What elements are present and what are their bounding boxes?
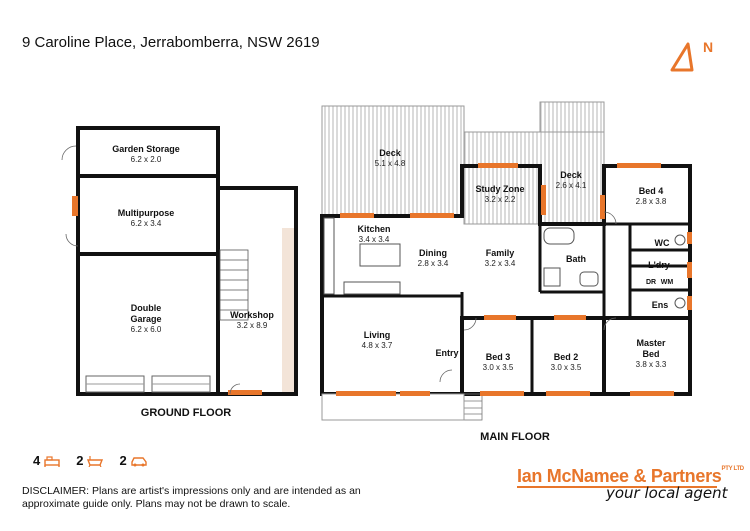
kitchen-island	[359, 243, 401, 267]
double-garage-room	[76, 252, 220, 396]
room-name: Dining	[419, 248, 447, 258]
agency-tagline: your local agent	[606, 484, 728, 502]
room-dims: 2.8 x 3.8	[636, 197, 667, 206]
agency-brand: Ian McNamee & PartnersPTY LTD	[517, 466, 744, 487]
north-compass-icon: N	[670, 39, 713, 72]
room-name: Master	[636, 338, 666, 348]
basin	[579, 271, 599, 287]
room-name: Kitchen	[357, 224, 390, 234]
ensuite-toilet	[674, 297, 686, 309]
room-dims: 6.2 x 6.0	[131, 325, 162, 334]
disclaimer-text: DISCLAIMER: Plans are artist's impressio…	[22, 485, 361, 510]
room-name: Entry	[435, 348, 458, 358]
room-name: Double	[131, 303, 162, 313]
room-name: Study Zone	[476, 184, 525, 194]
deck-right-area	[463, 131, 605, 225]
shower	[543, 267, 561, 287]
room-name: Workshop	[230, 310, 274, 320]
bathtub	[543, 227, 575, 245]
room-name: Garage	[130, 314, 161, 324]
main-floor-plan	[320, 101, 692, 421]
window	[72, 196, 78, 216]
room-dims: 3.4 x 3.4	[359, 235, 390, 244]
room-dims: 3.2 x 8.9	[237, 321, 268, 330]
entry-steps	[463, 393, 483, 421]
bathroom-count: 2	[76, 453, 84, 468]
room-name: Ens	[652, 300, 669, 310]
ground-floor-plan	[61, 126, 298, 396]
room-name: Living	[364, 330, 391, 340]
ground-floor-label: GROUND FLOOR	[141, 407, 231, 419]
workshop-bench	[282, 228, 294, 392]
room-name: Deck	[560, 170, 583, 180]
room-name: Bed 2	[554, 352, 579, 362]
room-name: WC	[655, 238, 670, 248]
property-address: 9 Caroline Place, Jerrabomberra, NSW 261…	[22, 34, 320, 51]
multipurpose-room	[76, 174, 220, 256]
room-dims: 2.8 x 3.4	[418, 259, 449, 268]
room-dims: 6.2 x 3.4	[131, 219, 162, 228]
room-name: Bath	[566, 254, 586, 264]
deck-stairs	[539, 101, 605, 133]
room-dims: 3.0 x 3.5	[551, 363, 582, 372]
room-name: Garden Storage	[112, 144, 180, 154]
toilet	[674, 234, 686, 246]
agency-suffix: PTY LTD	[721, 466, 745, 472]
room-dims: 6.2 x 2.0	[131, 155, 162, 164]
parking-count: 2	[119, 453, 127, 468]
room-dims: 4.8 x 3.7	[362, 341, 393, 350]
room-name: Bed	[642, 349, 659, 359]
bed-icon	[44, 455, 60, 467]
room-name: Family	[486, 248, 515, 258]
front-porch	[321, 393, 465, 421]
bedroom-stat: 4	[33, 453, 60, 468]
ground-stairs	[219, 249, 249, 321]
main-floor-label: MAIN FLOOR	[480, 431, 550, 443]
window	[228, 390, 262, 395]
room-name: DR	[646, 279, 656, 286]
parking-stat: 2	[119, 453, 147, 468]
compass-label: N	[703, 39, 713, 55]
brand-divider	[517, 486, 717, 488]
room-dims: 3.2 x 3.4	[485, 259, 516, 268]
room-name: Deck	[379, 148, 402, 158]
room-name: Bed 3	[486, 352, 511, 362]
room-name: WM	[661, 279, 674, 286]
room-dims: 3.8 x 3.3	[636, 360, 667, 369]
room-dims: 2.6 x 4.1	[556, 181, 587, 190]
bathtub-icon	[87, 455, 104, 467]
room-dims: 3.0 x 3.5	[483, 363, 514, 372]
room-name: Multipurpose	[118, 208, 175, 218]
room-dims: 3.2 x 2.2	[485, 195, 516, 204]
room-dims: 5.1 x 4.8	[375, 159, 406, 168]
car-icon	[131, 456, 147, 466]
agency-name: Ian McNamee & Partners	[517, 466, 722, 486]
property-stats: 4 2 2	[33, 453, 157, 468]
kitchen-side-bench	[323, 217, 335, 295]
room-name: L'dry	[648, 260, 670, 270]
bedroom-count: 4	[33, 453, 41, 468]
kitchen-bench	[343, 281, 401, 295]
deck-left-area	[321, 105, 465, 217]
garden-storage-room	[76, 126, 220, 178]
room-name: Bed 4	[639, 186, 664, 196]
bathroom-stat: 2	[76, 453, 104, 468]
